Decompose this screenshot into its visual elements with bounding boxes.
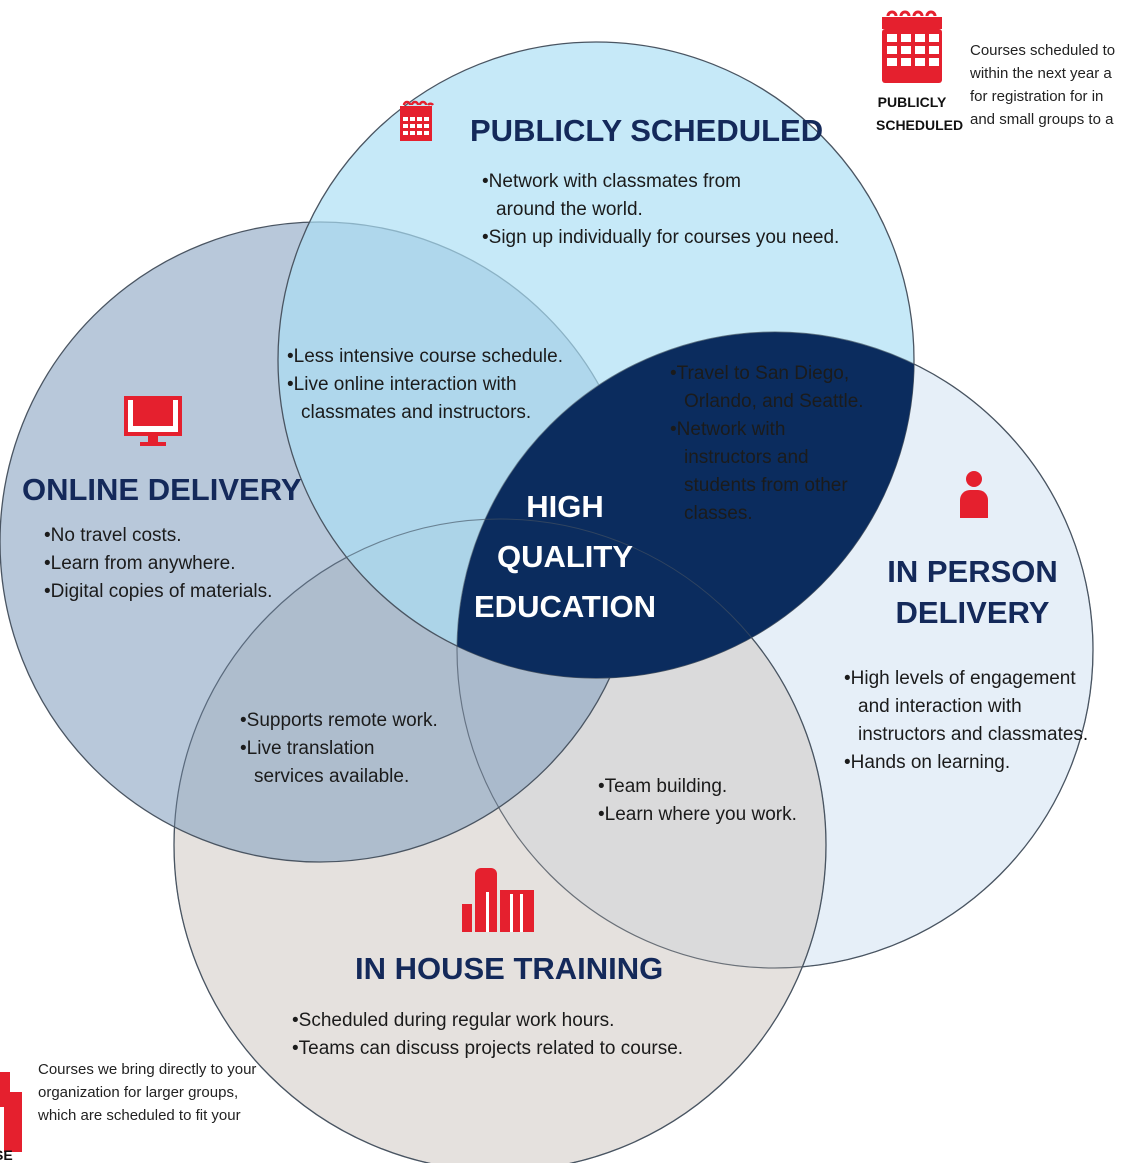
- overlap-inhouse-inperson-bullets: Team building. Learn where you work.: [598, 773, 838, 829]
- legend-top-label: PUBLICLY SCHEDULED: [876, 91, 964, 137]
- legend-top-text-line: Courses scheduled to: [970, 42, 1116, 59]
- legend-top-label-line2: SCHEDULED: [876, 117, 964, 133]
- list-item: Hands on learning.: [844, 749, 1109, 777]
- legend-bottom-text-line: Courses we bring directly to your: [38, 1061, 257, 1078]
- center-title: HIGH QUALITY EDUCATION: [465, 482, 665, 633]
- legend-bottom-label: SE: [0, 1147, 13, 1163]
- list-item: Live translation services available.: [240, 735, 480, 791]
- list-item: Network with instructors and students fr…: [670, 416, 880, 528]
- publicly-calendar-icon: [398, 97, 434, 149]
- person-icon: [960, 471, 988, 518]
- legend-bottom-text: Courses we bring directly to your organi…: [38, 1058, 256, 1127]
- in-person-title-line2: DELIVERY: [895, 595, 1050, 631]
- in-person-title: IN PERSON DELIVERY: [850, 553, 1095, 631]
- legend-top-label-line1: PUBLICLY: [877, 94, 947, 110]
- online-delivery-title: ONLINE DELIVERY: [22, 472, 302, 507]
- calendar-icon: [400, 100, 434, 141]
- overlap-online-publicly-bullets: Less intensive course schedule. Live onl…: [287, 343, 599, 427]
- list-item: Learn from anywhere.: [44, 550, 314, 578]
- legend-top-text: Courses scheduled to within the next yea…: [970, 39, 1115, 131]
- legend-bottom-text-line: which are scheduled to fit your: [38, 1107, 241, 1124]
- legend-top-text-line: for registration for in: [970, 88, 1104, 105]
- overlap-online-inhouse-bullets: Supports remote work. Live translation s…: [240, 707, 480, 791]
- in-house-building-icon: [462, 868, 534, 932]
- list-item: High levels of engagement and interactio…: [844, 665, 1109, 749]
- legend-calendar-icon: [880, 6, 944, 88]
- legend-bottom-text-line: organization for larger groups,: [38, 1084, 239, 1101]
- in-person-title-line1: IN PERSON: [887, 554, 1058, 589]
- list-item: Less intensive course schedule.: [287, 343, 599, 371]
- legend-bottom: SE Courses we bring directly to your org…: [0, 1058, 300, 1163]
- in-house-training-title: IN HOUSE TRAINING: [355, 951, 664, 986]
- online-monitor-icon: [124, 396, 182, 448]
- center-title-line2: QUALITY: [496, 539, 634, 575]
- online-delivery-bullets: No travel costs. Learn from anywhere. Di…: [44, 522, 314, 606]
- center-title-line3: EDUCATION: [474, 589, 656, 625]
- overlap-publicly-inperson-bullets: Travel to San Diego, Orlando, and Seattl…: [670, 360, 880, 528]
- list-item: Travel to San Diego, Orlando, and Seattl…: [670, 360, 880, 416]
- legend-top-text-line: within the next year a: [970, 65, 1112, 82]
- list-item: Live online interaction with classmates …: [287, 371, 599, 427]
- center-title-line1: HIGH: [526, 489, 604, 524]
- building-icon: [462, 868, 534, 932]
- list-item: Digital copies of materials.: [44, 578, 314, 606]
- legend-building-icon: [0, 1062, 26, 1154]
- in-person-bullets: High levels of engagement and interactio…: [844, 665, 1109, 777]
- calendar-icon: [882, 10, 942, 83]
- list-item: Teams can discuss projects related to co…: [292, 1035, 732, 1063]
- building-icon: [0, 1072, 22, 1154]
- list-item: Learn where you work.: [598, 801, 838, 829]
- list-item: No travel costs.: [44, 522, 314, 550]
- list-item: Supports remote work.: [240, 707, 480, 735]
- legend-top: PUBLICLY SCHEDULED Courses scheduled to …: [876, 6, 1129, 146]
- list-item: Scheduled during regular work hours.: [292, 1007, 732, 1035]
- publicly-scheduled-title: PUBLICLY SCHEDULED: [470, 113, 824, 148]
- legend-top-text-line: and small groups to a: [970, 111, 1114, 128]
- in-person-person-icon: [957, 470, 991, 518]
- list-item: Sign up individually for courses you nee…: [482, 224, 872, 252]
- list-item: Network with classmates from around the …: [482, 168, 872, 224]
- publicly-scheduled-bullets: Network with classmates from around the …: [482, 168, 872, 252]
- list-item: Team building.: [598, 773, 838, 801]
- in-house-training-bullets: Scheduled during regular work hours. Tea…: [292, 1007, 732, 1063]
- monitor-icon: [124, 396, 182, 446]
